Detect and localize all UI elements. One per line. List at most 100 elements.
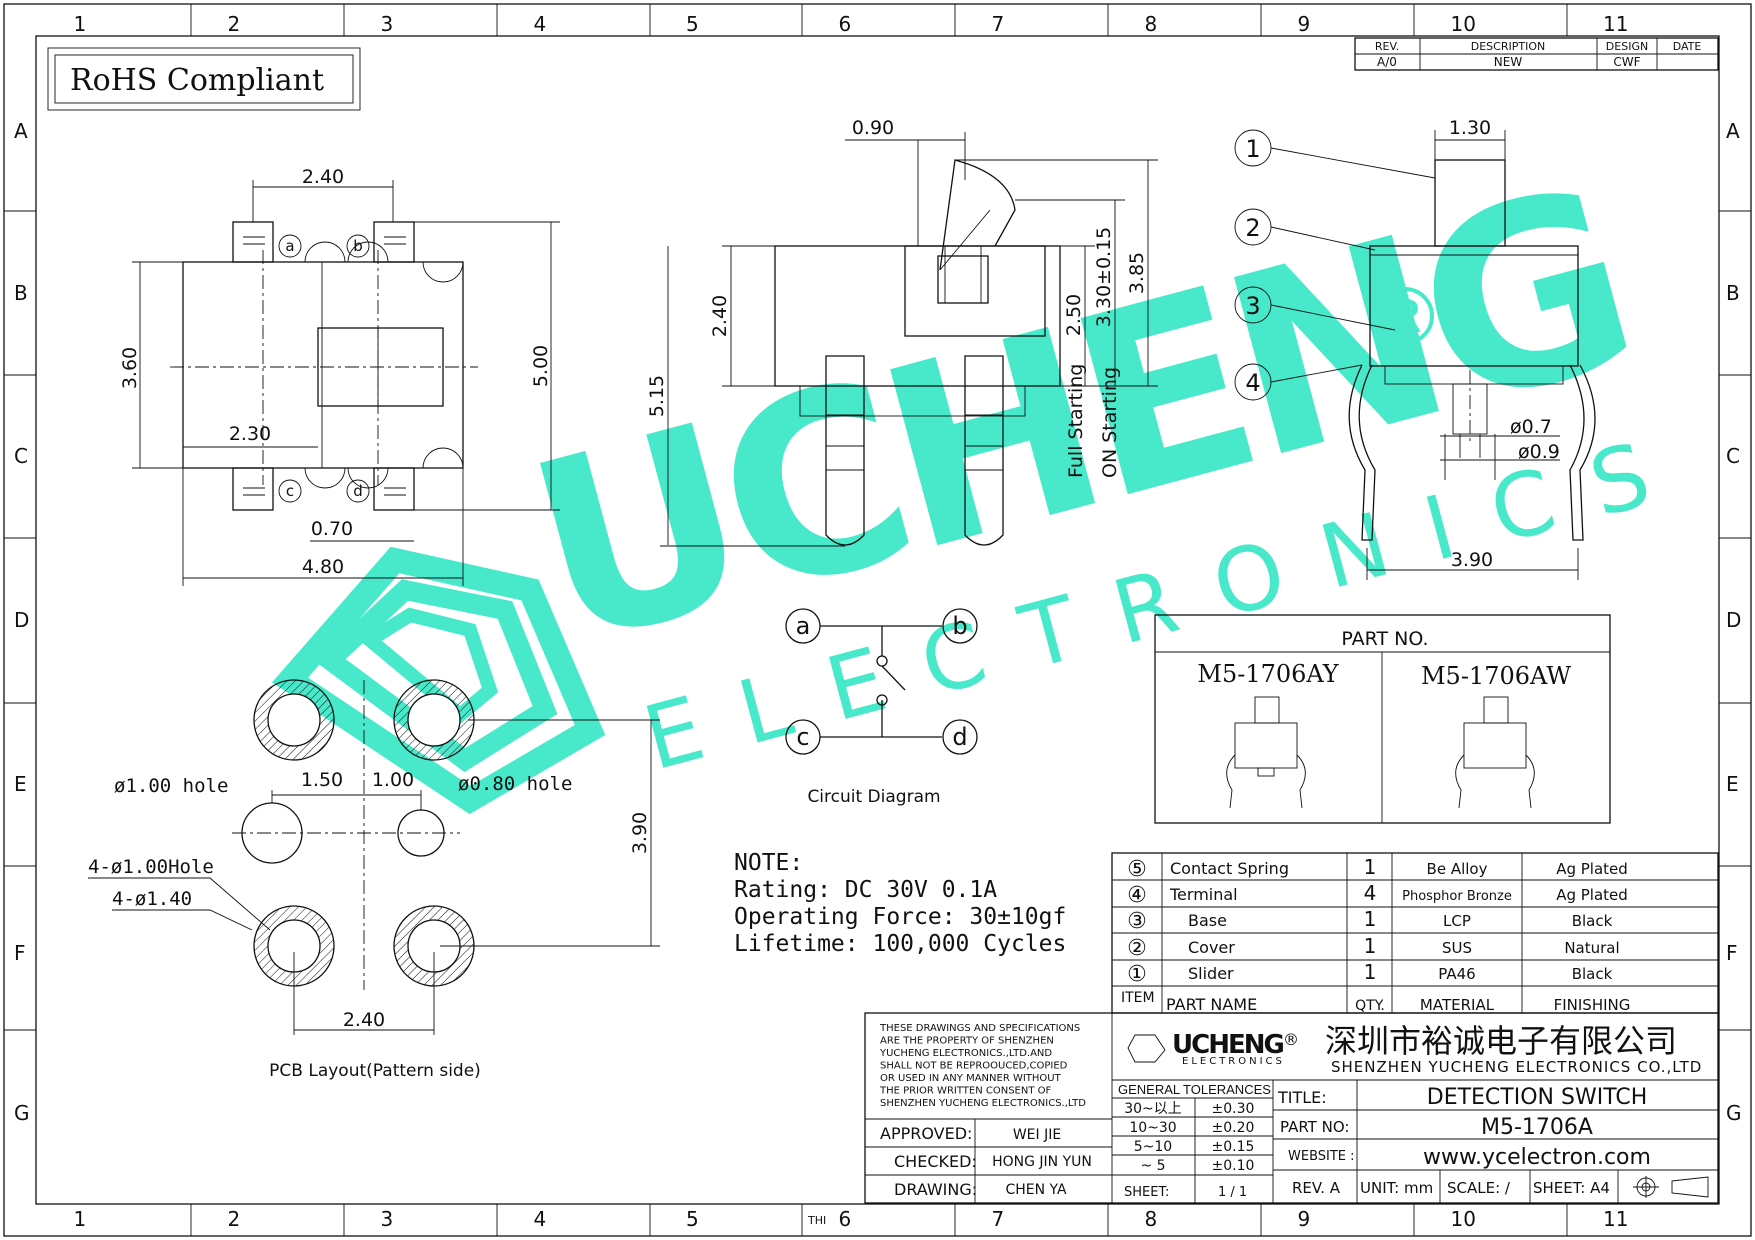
dim-3-85: 3.85	[1126, 252, 1148, 294]
watermark-registered: ®	[1365, 271, 1445, 364]
title-label: TITLE:	[1277, 1088, 1327, 1107]
dim-5-15: 5.15	[646, 375, 668, 417]
bom-material: LCP	[1443, 912, 1471, 930]
frame-col-top: 9	[1298, 12, 1311, 36]
circuit-node-c: c	[796, 723, 809, 751]
sheet-size-label: SHEET: A4	[1533, 1179, 1610, 1197]
rev-label: REV. A	[1292, 1179, 1341, 1197]
notes: NOTE: Rating: DC 30V 0.1A Operating Forc…	[734, 850, 1066, 957]
pcb-layout: 3.90 2.40 ø1.00 hole 1.50 1.00 ø0.80 hol…	[88, 679, 660, 1081]
note-force: Operating Force: 30±10gf	[734, 904, 1066, 930]
frame-col-bottom: 2	[228, 1207, 241, 1231]
bom-qty: 4	[1364, 881, 1377, 905]
circuit-node-b: b	[952, 612, 967, 640]
frame-row-right: C	[1726, 444, 1740, 468]
drawing-label: DRAWING:	[894, 1180, 977, 1199]
frame-row-right: G	[1726, 1101, 1742, 1125]
notice-line: ARE THE PROPERTY OF SHENZHEN	[880, 1036, 1054, 1047]
notice-line: THESE DRAWINGS AND SPECIFICATIONS	[879, 1023, 1080, 1034]
circuit-node-d: d	[952, 723, 967, 751]
circuit-diagram: a b c d Circuit Diagram	[785, 608, 978, 807]
rohs-box: RoHS Compliant	[47, 47, 361, 111]
bom-header-qty: QTY.	[1355, 998, 1385, 1014]
dim-5-00: 5.00	[530, 345, 552, 387]
tolerance-range: ~ 5	[1140, 1158, 1165, 1174]
frame-col-top: 3	[381, 12, 394, 36]
tolerance-range: 30~以上	[1124, 1101, 1182, 1117]
rev-header-date: DATE	[1673, 40, 1702, 53]
bom-qty: 1	[1364, 960, 1377, 984]
top-view: a b c d 2.40 3.60 5.00 2.30 0.70 4.80	[119, 166, 560, 586]
bom-qty: 1	[1364, 855, 1377, 879]
frame-col-bottom: 7	[992, 1207, 1005, 1231]
frame-row-right: F	[1726, 941, 1738, 965]
frame-col-bottom: 1	[74, 1207, 87, 1231]
approved-value: WEI JIE	[1013, 1127, 1061, 1143]
watermark: UCHENG ® ELECTRONICS	[271, 134, 1701, 815]
note-lifetime: Lifetime: 100,000 Cycles	[734, 931, 1066, 957]
bom-finishing: Ag Plated	[1556, 860, 1628, 878]
frame-col-bottom: 4	[534, 1207, 547, 1231]
bottom-stamp: THI	[807, 1214, 826, 1227]
bom-qty: 1	[1364, 907, 1377, 931]
revision-table: REV. DESCRIPTION DESIGN DATE A/0 NEW CWF	[1354, 37, 1719, 71]
title-block: THESE DRAWINGS AND SPECIFICATIONS ARE THE…	[864, 1012, 1719, 1204]
note-title: NOTE:	[734, 850, 803, 876]
bom-header-material: MATERIAL	[1420, 996, 1495, 1014]
frame-col-top: 2	[228, 12, 241, 36]
label-4-hole: 4-ø1.00Hole	[88, 856, 214, 878]
tolerance-value: ±0.10	[1212, 1158, 1255, 1174]
part-aw: M5-1706AW	[1421, 662, 1571, 690]
rev-header-rev: REV.	[1375, 40, 1399, 53]
frame-col-bottom: 11	[1603, 1207, 1628, 1231]
tolerance-range: 5~10	[1134, 1139, 1172, 1155]
frame-col-top: 7	[992, 12, 1005, 36]
label-hole-1-00: ø1.00 hole	[114, 775, 228, 797]
website-label: WEBSITE :	[1288, 1149, 1355, 1164]
dim-1-30: 1.30	[1449, 117, 1491, 139]
note-rating: Rating: DC 30V 0.1A	[734, 877, 997, 903]
frame-col-bottom: 5	[686, 1207, 699, 1231]
frame-row-left: B	[14, 281, 28, 305]
dim-phi-0-9: ø0.9	[1518, 441, 1560, 463]
bom-finishing: Black	[1572, 965, 1613, 983]
company-logo: UCHENG ® ELECTRONICS	[1127, 1030, 1299, 1067]
dim-3-60: 3.60	[119, 347, 141, 389]
logo-subtext: ELECTRONICS	[1182, 1056, 1285, 1067]
rev-value: A/0	[1377, 55, 1397, 69]
bom-part-name: Contact Spring	[1170, 859, 1289, 878]
company-name-cn: 深圳市裕诚电子有限公司	[1325, 1022, 1677, 1060]
pin-label-a: a	[285, 237, 294, 255]
rev-design: CWF	[1613, 55, 1640, 69]
label-full-starting: Full Starting	[1065, 364, 1087, 478]
callout-3: 3	[1245, 292, 1260, 320]
rev-description: NEW	[1494, 55, 1523, 69]
dim-1-00: 1.00	[372, 769, 414, 791]
pin-label-c: c	[286, 482, 294, 500]
bom-header-finishing: FINISHING	[1554, 996, 1631, 1014]
bom-header-name: PART NAME	[1166, 995, 1257, 1014]
part-ay: M5-1706AY	[1197, 660, 1339, 688]
callout-2: 2	[1245, 214, 1260, 242]
bom-part-name: Base	[1188, 911, 1227, 930]
dim-2-40-top: 2.40	[302, 166, 344, 188]
frame-row-left: E	[14, 772, 27, 796]
sheet-value: 1 / 1	[1218, 1185, 1247, 1200]
part-aw-thumbnail	[1455, 696, 1535, 809]
bom-material: Be Alloy	[1427, 860, 1488, 878]
dim-0-90: 0.90	[852, 117, 894, 139]
dim-phi-0-7: ø0.7	[1510, 416, 1552, 438]
projection-symbol-icon	[1633, 1176, 1709, 1198]
pcb-caption: PCB Layout(Pattern side)	[269, 1061, 481, 1081]
bom-qty: 1	[1364, 934, 1377, 958]
unit-label: UNIT: mm	[1360, 1179, 1433, 1197]
callout-4: 4	[1245, 369, 1260, 397]
bom-material: SUS	[1442, 939, 1472, 957]
frame-col-bottom: 9	[1298, 1207, 1311, 1231]
dim-3-30: 3.30±0.15	[1093, 227, 1115, 328]
pin-label-b: b	[353, 237, 363, 255]
frame-col-top: 8	[1145, 12, 1158, 36]
callout-1: 1	[1245, 135, 1260, 163]
bom-part-name: Slider	[1188, 964, 1234, 983]
